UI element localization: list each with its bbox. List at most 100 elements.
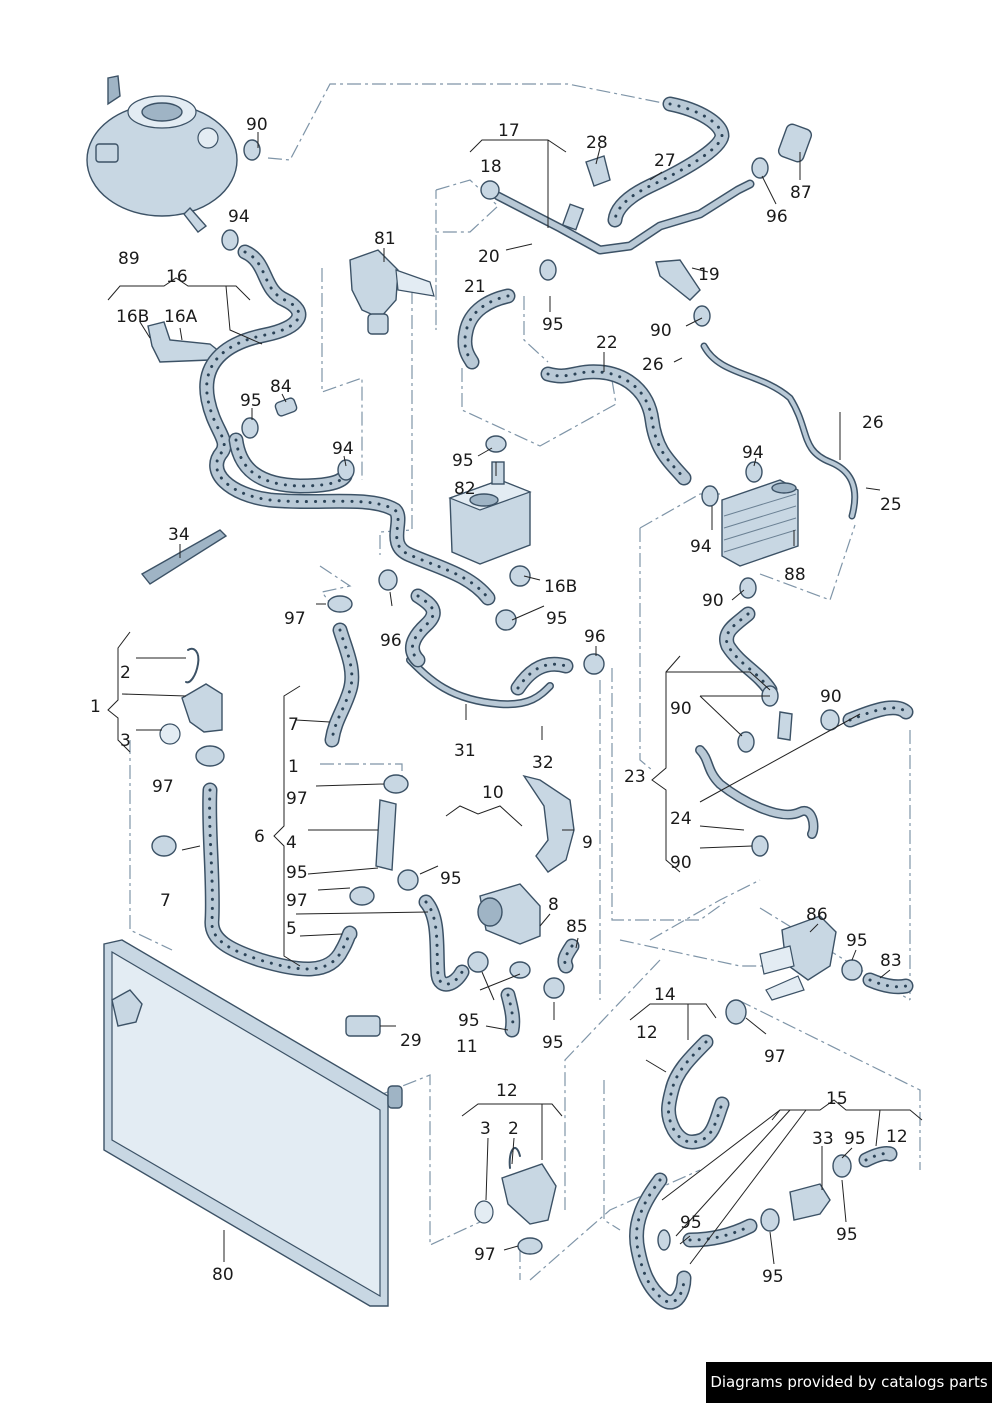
- callout-95-82: 95: [452, 451, 474, 471]
- hose-layer: [208, 788, 352, 971]
- callout-88: 88: [784, 565, 806, 585]
- hose-layer: [848, 706, 908, 722]
- hose-stub: [655, 259, 701, 301]
- callout-32: 32: [532, 753, 554, 773]
- callout-95-15b: 95: [836, 1225, 858, 1245]
- tee-piece: [375, 799, 397, 871]
- callout-90-23a: 90: [670, 699, 692, 719]
- callout-90-88: 90: [702, 591, 724, 611]
- callout-96-right: 96: [584, 627, 606, 647]
- hose-layer: [424, 900, 464, 986]
- callout-1-left: 1: [90, 697, 101, 717]
- hose-layer: [326, 624, 358, 746]
- callout-1-mid: 1: [288, 757, 299, 777]
- auxiliary-pump: [477, 883, 541, 945]
- callout-31: 31: [454, 741, 476, 761]
- callout-17: 17: [498, 121, 520, 141]
- callout-16: 16: [166, 267, 188, 287]
- callout-90-23c: 90: [670, 853, 692, 873]
- callout-27: 27: [654, 151, 676, 171]
- callout-16b-top: 16B: [116, 307, 149, 327]
- tool: [140, 529, 228, 585]
- callout-83: 83: [880, 951, 902, 971]
- hose-layer: [330, 628, 354, 742]
- bracket: [147, 321, 222, 363]
- callout-95-8: 95: [542, 1033, 564, 1053]
- hose-layer: [200, 246, 494, 604]
- hose-layer: [860, 1147, 896, 1166]
- callout-33: 33: [812, 1129, 834, 1149]
- callout-24: 24: [670, 809, 692, 829]
- callout-34: 34: [168, 525, 190, 545]
- callout-2-bottom: 2: [508, 1119, 519, 1139]
- callout-96-left: 96: [380, 631, 402, 651]
- callout-95-86: 95: [846, 931, 868, 951]
- hose-layer: [458, 290, 514, 368]
- callout-20: 20: [478, 247, 500, 267]
- hose-layer: [720, 608, 776, 696]
- callout-89: 89: [118, 249, 140, 269]
- hose-layer: [635, 1178, 686, 1304]
- callout-21: 21: [464, 277, 486, 297]
- callout-15: 15: [826, 1089, 848, 1109]
- callout-97-left: 97: [152, 777, 174, 797]
- callout-82: 82: [454, 479, 476, 499]
- callout-11: 11: [456, 1037, 478, 1057]
- callout-97-bottom: 97: [474, 1245, 496, 1265]
- hose-layer: [406, 590, 440, 666]
- callout-5: 5: [286, 919, 297, 939]
- hose-layer: [542, 365, 690, 484]
- hose-layer: [230, 434, 351, 492]
- callout-6: 6: [254, 827, 265, 847]
- callout-9: 9: [582, 833, 593, 853]
- callout-84: 84: [270, 377, 292, 397]
- hose-layer: [667, 1040, 724, 1144]
- callout-95-top: 95: [542, 315, 564, 335]
- callout-95-9: 95: [440, 869, 462, 889]
- hose-layer: [512, 658, 572, 694]
- callout-28: 28: [586, 133, 608, 153]
- hose-layer: [203, 784, 356, 975]
- callout-81: 81: [374, 229, 396, 249]
- callout-26-right: 26: [862, 413, 884, 433]
- callout-7-mid: 7: [288, 715, 299, 735]
- callout-labels: 90 94 89 16 16B 16A 95 84 94 34 81 17 18…: [90, 115, 908, 1287]
- diagram-credit: Diagrams provided by catalogs parts: [706, 1362, 992, 1403]
- tee-23: [777, 711, 793, 741]
- callout-3-left: 3: [120, 731, 131, 751]
- callout-8: 8: [548, 895, 559, 915]
- hose-layer: [506, 993, 515, 1032]
- callout-95-82b: 95: [546, 609, 568, 629]
- hose-layer: [662, 1036, 728, 1148]
- sleeve: [777, 123, 813, 163]
- callout-94-mid: 94: [332, 439, 354, 459]
- valve-33: [789, 1183, 831, 1221]
- callout-86: 86: [806, 905, 828, 925]
- callout-7-left: 7: [160, 891, 171, 911]
- callout-16b-bottom: 16B: [544, 577, 577, 597]
- callout-95-11: 95: [458, 1011, 480, 1031]
- callout-97-top: 97: [284, 609, 306, 629]
- callout-80: 80: [212, 1265, 234, 1285]
- radiator: [103, 939, 403, 1307]
- oil-cooler: [448, 461, 532, 565]
- coolant-pipe: [493, 179, 755, 255]
- callout-25: 25: [880, 495, 902, 515]
- callout-14: 14: [654, 985, 676, 1005]
- callout-4: 4: [286, 833, 297, 853]
- callout-94-tank: 94: [228, 207, 250, 227]
- coolant-housing: [759, 915, 837, 1001]
- callout-10: 10: [482, 783, 504, 803]
- callout-95-left: 95: [286, 863, 308, 883]
- callout-29: 29: [400, 1031, 422, 1051]
- callout-12-bottom: 12: [496, 1081, 518, 1101]
- callout-2-left: 2: [120, 663, 131, 683]
- parts: [86, 75, 859, 1307]
- callout-90-26: 90: [650, 321, 672, 341]
- callout-94-88b: 94: [690, 537, 712, 557]
- hose-layer: [864, 974, 912, 993]
- callout-95-84: 95: [240, 391, 262, 411]
- clip: [585, 155, 611, 187]
- callout-90-tank: 90: [246, 115, 268, 135]
